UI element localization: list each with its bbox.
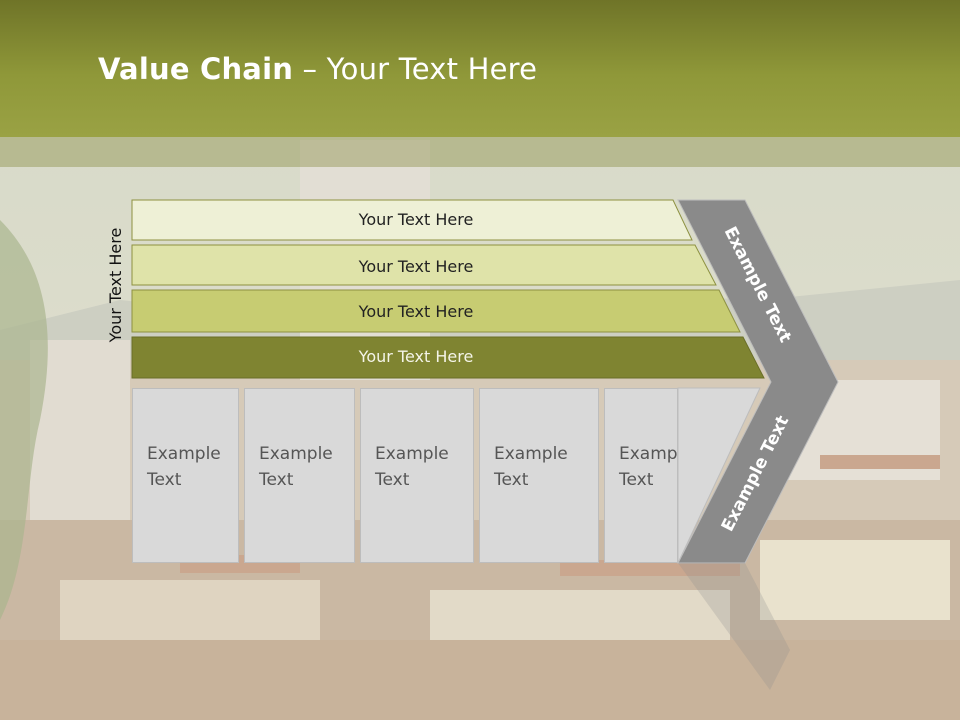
box-2-line1: Example: [259, 444, 333, 464]
box-5-line2: Text: [619, 470, 653, 490]
chevron-reflection: [678, 563, 790, 690]
support-row-3: [131, 289, 741, 333]
box-1-line2: Text: [147, 470, 181, 490]
box-3-line1: Example: [375, 444, 449, 464]
support-row-2-label: Your Text Here: [358, 257, 474, 276]
box-1-line1: Example: [147, 444, 221, 464]
box-2-line2: Text: [259, 470, 293, 490]
header-bar: [0, 0, 960, 137]
support-row-3-label: Your Text Here: [358, 302, 474, 321]
slide-title: Value Chain – Your Text Here: [98, 52, 537, 86]
support-row-1-label: Your Text Here: [358, 210, 474, 229]
support-row-1: [131, 199, 693, 241]
box-5-line1: Example: [619, 444, 693, 464]
support-row-4-label: Your Text Here: [358, 347, 474, 366]
title-rest: – Your Text Here: [293, 52, 538, 86]
margin-chevron: [677, 199, 839, 564]
title-bold: Value Chain: [98, 52, 294, 86]
box-3-line2: Text: [375, 470, 409, 490]
support-row-2: [131, 244, 717, 286]
header-band: [0, 137, 960, 167]
box-4-line1: Example: [494, 444, 568, 464]
box-4-line2: Text: [494, 470, 528, 490]
support-row-4: [131, 336, 765, 379]
